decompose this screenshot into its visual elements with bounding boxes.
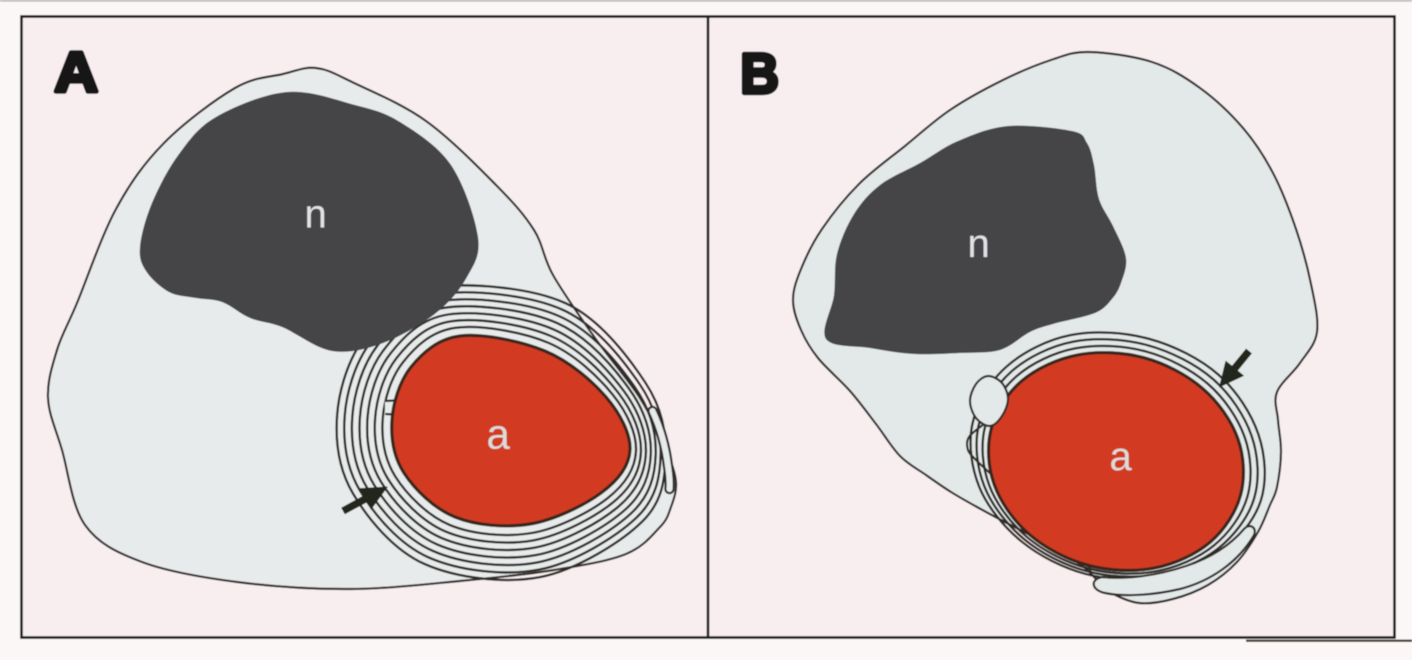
svg-text:n: n [305,193,327,237]
svg-text:A: A [54,41,98,104]
svg-text:n: n [968,222,990,266]
svg-text:B: B [740,42,779,106]
svg-text:a: a [1110,435,1133,479]
svg-text:a: a [487,411,511,458]
